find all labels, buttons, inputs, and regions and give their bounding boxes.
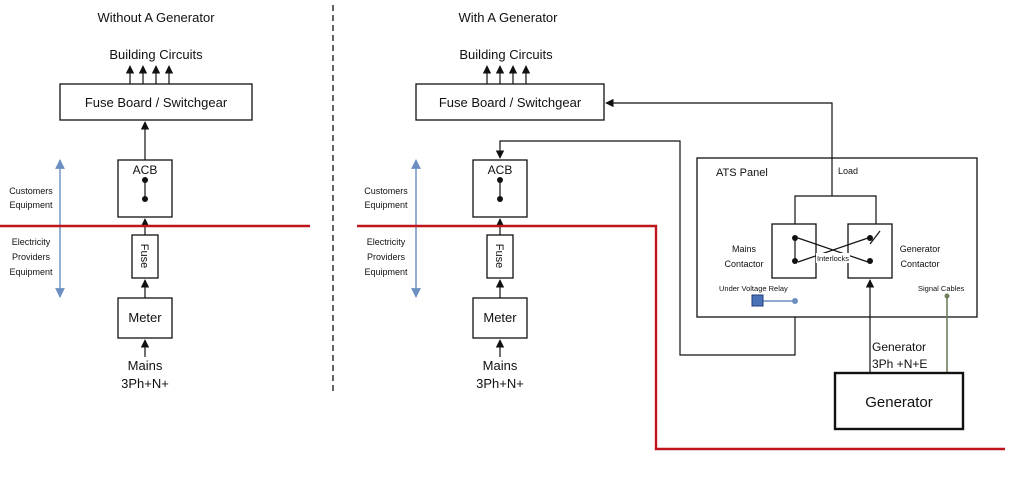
right-provider-label: Electricity — [367, 237, 406, 247]
generator-box — [833, 371, 965, 431]
relay-sense-point — [792, 298, 798, 304]
signal-cable-top-point — [944, 293, 950, 299]
left-acb-label: ACB — [133, 163, 158, 177]
left-provider-label-3: Equipment — [9, 267, 53, 277]
right-building-circuits-label: Building Circuits — [459, 47, 553, 62]
acb-to-mains-contactor-line — [495, 140, 800, 356]
load-label: Load — [838, 166, 858, 176]
interlocks-cross — [797, 237, 869, 263]
under-voltage-relay-label: Under Voltage Relay — [719, 284, 788, 293]
left-mains-spec: 3Ph+N+ — [121, 376, 169, 391]
mains-contactor-box — [771, 223, 817, 279]
left-building-circuit-arrows — [125, 65, 174, 84]
left-provider-label: Electricity — [12, 237, 51, 247]
mains-contactor-label: Mains — [732, 244, 757, 254]
right-meter-box — [472, 297, 528, 339]
right-mains-spec: 3Ph+N+ — [476, 376, 524, 391]
mains-contactor-label-2: Contactor — [724, 259, 763, 269]
left-title: Without A Generator — [97, 10, 215, 25]
generator-contactor-label: Generator — [900, 244, 941, 254]
left-customers-label: Customers — [9, 186, 53, 196]
interlocks-label: Interlocks — [817, 254, 849, 263]
right-boundary-line — [357, 224, 1005, 451]
right-building-circuit-arrows — [482, 65, 531, 84]
left-acb-switch-symbol — [142, 177, 148, 202]
right-meter-label: Meter — [483, 310, 517, 325]
ats-panel-label: ATS Panel — [716, 167, 768, 179]
mains-contactor-switch-symbol — [792, 235, 798, 264]
right-fuse-box — [486, 234, 514, 279]
left-fuse-board-box — [59, 83, 253, 121]
left-meter-label: Meter — [128, 310, 162, 325]
left-provider-label-2: Providers — [12, 252, 51, 262]
right-acb-label: ACB — [488, 163, 513, 177]
left-meter-box — [117, 297, 173, 339]
right-fuse-board-label: Fuse Board / Switchgear — [439, 95, 582, 110]
generator-contactor-label-2: Contactor — [900, 259, 939, 269]
right-customers-label: Customers — [364, 186, 408, 196]
left-building-circuits-label: Building Circuits — [109, 47, 203, 62]
load-to-fuse-board-line — [605, 98, 833, 196]
right-fuse-label: Fuse — [493, 244, 505, 268]
right-acb-switch-symbol — [497, 177, 503, 202]
right-fuse-board-box — [415, 83, 605, 121]
left-mains-label: Mains — [128, 358, 163, 373]
right-provider-label-3: Equipment — [364, 267, 408, 277]
right-mains-label: Mains — [483, 358, 518, 373]
left-fuse-board-label: Fuse Board / Switchgear — [85, 95, 228, 110]
left-fuse-box — [131, 234, 159, 279]
left-fuse-label: Fuse — [138, 244, 150, 268]
generator-label: Generator — [865, 394, 933, 411]
generator-contactor-switch-symbol — [867, 230, 881, 264]
generator-contactor-box — [847, 223, 893, 279]
right-title: With A Generator — [459, 10, 559, 25]
right-customers-label-2: Equipment — [364, 200, 408, 210]
signal-cables-label: Signal Cables — [918, 284, 965, 293]
generator-feed-label: Generator — [872, 340, 926, 354]
right-provider-label-2: Providers — [367, 252, 406, 262]
under-voltage-relay-icon — [751, 294, 764, 307]
left-customers-label-2: Equipment — [9, 200, 53, 210]
contactor-bus-line — [794, 195, 877, 224]
generator-feed-spec: 3Ph +N+E — [872, 357, 927, 371]
ats-panel-box — [696, 157, 978, 318]
left-diagram: Without A Generator Building Circuits Fu… — [0, 10, 310, 391]
right-diagram: With A Generator Building Circuits Fuse … — [357, 10, 1005, 451]
